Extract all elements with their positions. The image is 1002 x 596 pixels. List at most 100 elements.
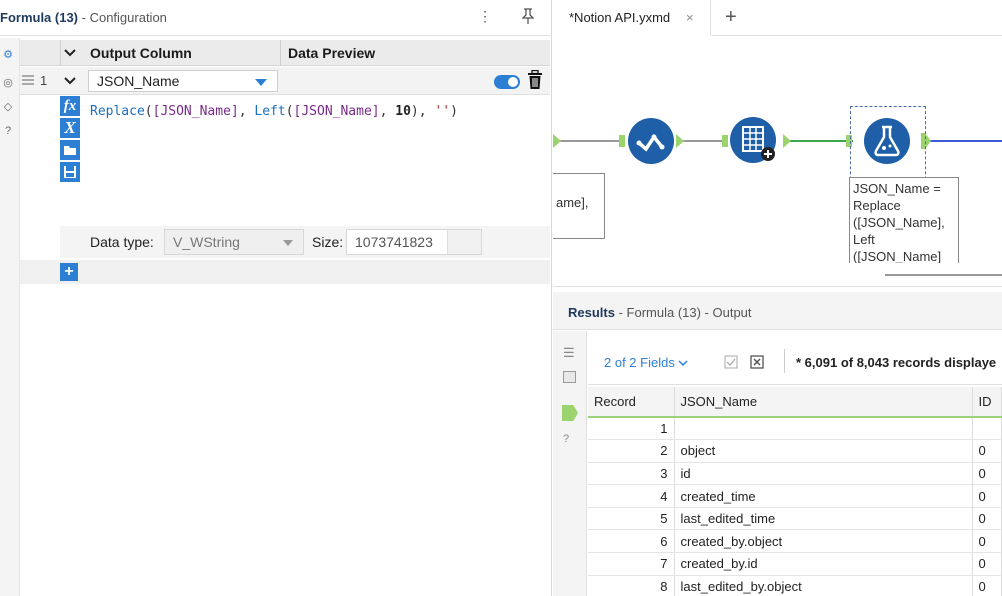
- enable-toggle[interactable]: [494, 75, 520, 89]
- save-icon[interactable]: [60, 162, 80, 182]
- expr-string: '': [434, 104, 451, 119]
- record-cell[interactable]: 4: [588, 484, 675, 508]
- annotation-icon[interactable]: ◎: [3, 77, 13, 89]
- annotation-line: Left: [853, 232, 875, 247]
- record-cell[interactable]: 6: [588, 529, 675, 554]
- dynamic-select-tool-icon[interactable]: [729, 115, 779, 165]
- id-cell[interactable]: 0: [972, 552, 1002, 576]
- id-cell[interactable]: 0: [972, 575, 1002, 596]
- record-cell[interactable]: 1: [588, 417, 675, 441]
- size-label: Size:: [312, 234, 344, 250]
- fields-selector[interactable]: 2 of 2 Fields: [604, 355, 688, 370]
- help-icon[interactable]: ?: [4, 125, 12, 137]
- datatype-select[interactable]: V_WString: [164, 229, 304, 255]
- gear-icon[interactable]: ⚙: [3, 49, 13, 61]
- collapse-chevron-icon[interactable]: [64, 40, 76, 66]
- add-row-bar: +: [20, 260, 550, 284]
- formula-grid-header: Output Column Data Preview: [20, 40, 550, 66]
- json-name-column-header[interactable]: JSON_Name: [674, 387, 973, 418]
- pin-icon[interactable]: [521, 8, 535, 27]
- id-cell[interactable]: [972, 417, 1002, 441]
- json-name-cell[interactable]: created_by.id: [674, 552, 973, 576]
- json-name-cell[interactable]: created_by.object: [674, 529, 973, 554]
- scrollbar-thumb[interactable]: [885, 274, 1002, 276]
- delete-icon[interactable]: [527, 69, 543, 90]
- formula-tool-icon[interactable]: [863, 117, 911, 165]
- add-formula-button[interactable]: +: [60, 263, 78, 281]
- json-name-cell[interactable]: last_edited_by.object: [674, 575, 973, 596]
- record-cell[interactable]: 2: [588, 439, 675, 463]
- workflow-connections: [553, 133, 1002, 149]
- json-name-cell[interactable]: object: [674, 439, 973, 463]
- canvas-horizontal-scrollbar[interactable]: [553, 263, 1002, 287]
- table-header-row: Record JSON_Name ID: [588, 387, 1002, 418]
- annotation-text: ame],: [556, 195, 589, 210]
- output-anchor-icon[interactable]: [562, 405, 578, 421]
- dropdown-caret-icon: [283, 240, 293, 246]
- expr-field: [JSON_Name]: [152, 104, 239, 119]
- json-name-cell[interactable]: last_edited_time: [674, 507, 973, 531]
- table-row[interactable]: 1: [588, 417, 1002, 441]
- datatype-value: V_WString: [173, 234, 240, 250]
- row-collapse-chevron-icon[interactable]: [64, 68, 76, 97]
- configuration-subtitle: - Configuration: [81, 10, 167, 25]
- datatype-label: Data type:: [90, 234, 154, 250]
- select-tool-icon[interactable]: [627, 117, 675, 165]
- formula-expression[interactable]: Replace([JSON_Name], Left([JSON_Name], 1…: [90, 104, 458, 119]
- clear-icon[interactable]: [750, 355, 764, 372]
- id-column-header[interactable]: ID: [972, 387, 1002, 418]
- variable-icon[interactable]: X: [60, 118, 80, 138]
- more-options-icon[interactable]: ⋮: [478, 8, 492, 24]
- help-icon[interactable]: ?: [563, 433, 570, 445]
- record-cell[interactable]: 5: [588, 507, 675, 531]
- header-divider: [60, 40, 61, 66]
- list-icon[interactable]: ☰: [563, 345, 575, 360]
- expr-function-left: Left: [254, 104, 286, 119]
- annotation-line: ([JSON_Name]: [853, 249, 942, 263]
- new-tab-button[interactable]: +: [725, 6, 737, 28]
- results-header: Results - Formula (13) - Output: [553, 292, 1002, 330]
- id-cell[interactable]: 0: [972, 529, 1002, 554]
- size-input[interactable]: 1073741823: [346, 229, 482, 255]
- record-column-header[interactable]: Record: [588, 387, 675, 418]
- size-stepper[interactable]: [447, 230, 481, 254]
- output-column-select[interactable]: JSON_Name: [88, 70, 278, 92]
- row-number: 1: [40, 73, 48, 88]
- results-title-main: Results: [568, 305, 615, 320]
- drag-handle-icon[interactable]: [22, 75, 34, 85]
- tag-icon[interactable]: ◇: [3, 101, 13, 113]
- close-tab-icon[interactable]: ×: [686, 10, 694, 25]
- id-cell[interactable]: 0: [972, 507, 1002, 531]
- output-column-value: JSON_Name: [97, 73, 180, 89]
- record-cell[interactable]: 7: [588, 552, 675, 576]
- id-cell[interactable]: 0: [972, 484, 1002, 508]
- selected-tool-frame[interactable]: JSON_Name = Replace ([JSON_Name], Left (…: [849, 106, 959, 263]
- record-cell[interactable]: 3: [588, 462, 675, 486]
- size-value: 1073741823: [355, 234, 433, 250]
- toolbar-divider: [784, 349, 785, 373]
- json-name-cell[interactable]: id: [674, 462, 973, 486]
- formula-annotation: JSON_Name = Replace ([JSON_Name], Left (…: [849, 177, 959, 263]
- fields-label: 2 of 2 Fields: [604, 355, 675, 370]
- workflow-tab[interactable]: *Notion API.yxmd ×: [553, 0, 711, 36]
- table-icon[interactable]: [563, 371, 576, 383]
- id-cell[interactable]: 0: [972, 462, 1002, 486]
- record-cell[interactable]: 8: [588, 575, 675, 596]
- json-name-cell[interactable]: created_time: [674, 484, 973, 508]
- id-cell[interactable]: 0: [972, 439, 1002, 463]
- function-icon[interactable]: fx: [60, 96, 80, 116]
- workflow-canvas[interactable]: JSON_Name = Replace ([JSON_Name], Left (…: [553, 37, 1002, 263]
- checkbox-icon[interactable]: [724, 355, 738, 372]
- annotation-line: JSON_Name =: [853, 181, 941, 196]
- json-name-cell[interactable]: [674, 417, 973, 441]
- formula-row[interactable]: 1 JSON_Name: [20, 67, 550, 95]
- open-folder-icon[interactable]: [60, 140, 80, 160]
